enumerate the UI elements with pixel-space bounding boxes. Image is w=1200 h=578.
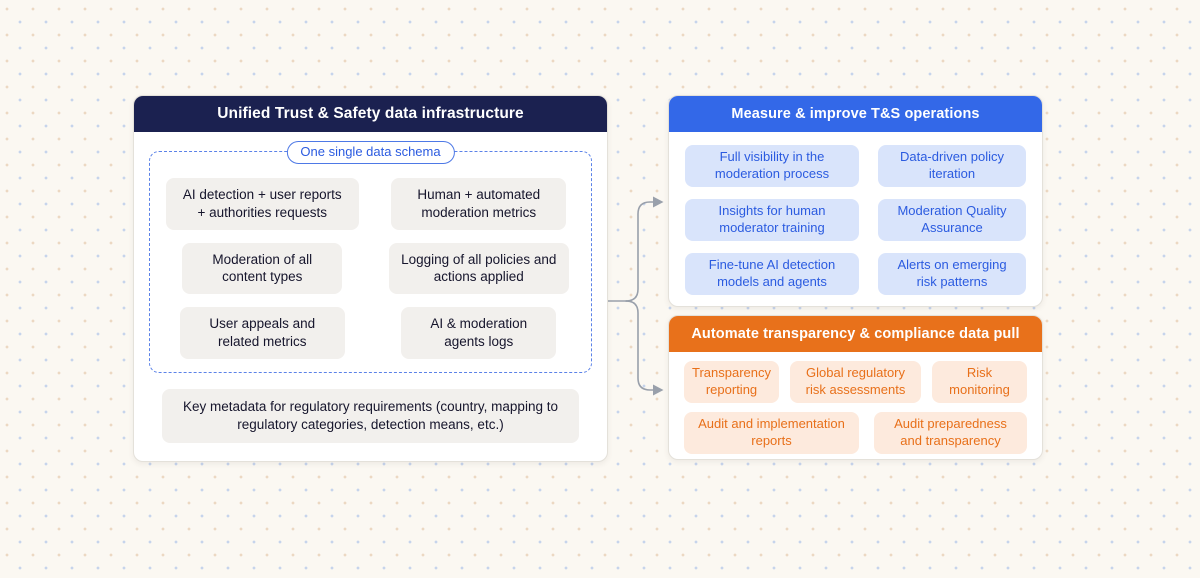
schema-item: AI detection + user reports + authoritie… [166, 178, 359, 230]
measure-item: Moderation Quality Assurance [878, 199, 1026, 241]
connector-branch-bottom [625, 300, 654, 391]
measure-item: Data-driven policy iteration [878, 145, 1026, 187]
schema-item: AI & moderation agents logs [401, 307, 557, 359]
measure-item: Fine-tune AI detection models and agents [685, 253, 859, 295]
compliance-item: Global regulatory risk assessments [790, 361, 921, 403]
schema-item: User appeals and related metrics [179, 307, 345, 359]
panel-unified-data-infrastructure: Unified Trust & Safety data infrastructu… [133, 95, 608, 462]
compliance-item: Transparency reporting [684, 361, 779, 403]
panel-title-automate: Automate transparency & compliance data … [669, 316, 1042, 352]
measure-item: Alerts on emerging risk patterns [878, 253, 1026, 295]
compliance-item: Audit preparedness and transparency [874, 412, 1027, 454]
schema-group-label: One single data schema [286, 141, 455, 165]
measure-item: Insights for human moderator training [685, 199, 859, 241]
schema-item: Logging of all policies and actions appl… [388, 242, 569, 295]
panel-automate-compliance: Automate transparency & compliance data … [668, 315, 1043, 460]
schema-grid: AI detection + user reports + authoritie… [166, 178, 575, 359]
compliance-item: Audit and implementation reports [684, 412, 859, 454]
panel-title-unified: Unified Trust & Safety data infrastructu… [134, 96, 607, 132]
schema-item: Moderation of all content types [182, 242, 343, 295]
measure-item: Full visibility in the moderation proces… [685, 145, 859, 187]
arrowhead-bottom [653, 384, 664, 396]
automate-row-1: Transparency reporting Global regulatory… [684, 361, 1027, 403]
schema-group: One single data schema AI detection + us… [149, 141, 592, 373]
panel-title-measure: Measure & improve T&S operations [669, 96, 1042, 132]
automate-row-2: Audit and implementation reports Audit p… [684, 412, 1027, 454]
automate-rows: Transparency reporting Global regulatory… [669, 352, 1042, 462]
compliance-item: Risk monitoring [932, 361, 1027, 403]
arrowhead-top [653, 196, 664, 208]
connector-branch-top [625, 201, 654, 302]
measure-grid: Full visibility in the moderation proces… [669, 132, 1042, 308]
metadata-note: Key metadata for regulatory requirements… [162, 389, 579, 443]
panel-measure-improve: Measure & improve T&S operations Full vi… [668, 95, 1043, 307]
schema-item: Human + automated moderation metrics [391, 178, 567, 230]
